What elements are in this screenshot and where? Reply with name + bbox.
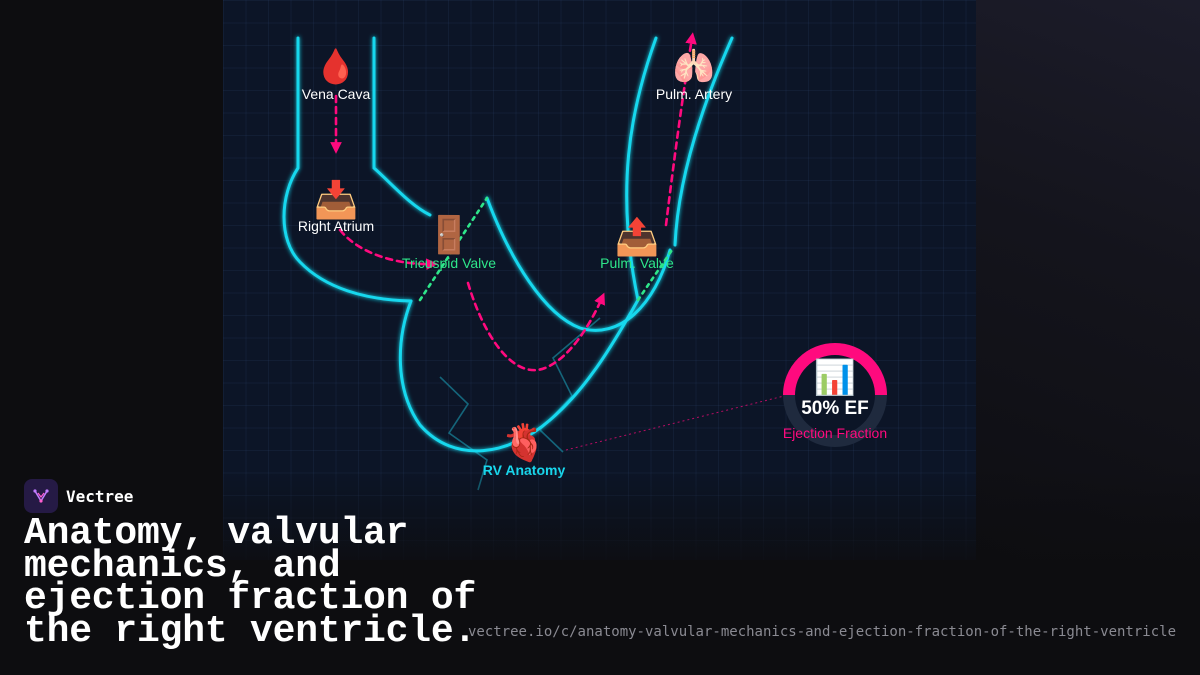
vena-cava-left-wall (282, 36, 413, 303)
flow-pulm-valve-to-artery (664, 32, 697, 227)
pulm-artery-label: Pulm. Artery (656, 86, 732, 102)
gauge-connector (565, 395, 785, 451)
bottom-fade (0, 470, 1200, 675)
node-tricuspid-valve[interactable]: 🚪 Tricuspid Valve (402, 214, 496, 271)
brand-name: Vectree (66, 486, 134, 506)
background-right (976, 0, 1200, 560)
ventricle-outer-wall (398, 298, 640, 453)
vena-cava-label: Vena Cava (302, 86, 371, 102)
node-pulm-valve[interactable]: 📤 Pulm. Valve (600, 216, 674, 271)
gauge-fill (783, 343, 887, 396)
bar-chart-icon: 📊 (814, 358, 856, 398)
diagram-panel (223, 0, 976, 560)
valves (418, 196, 674, 302)
node-pulm-artery[interactable]: 🫁 Pulm. Artery (656, 47, 732, 102)
node-vena-cava[interactable]: 🩸 Vena Cava (302, 47, 371, 102)
gauge-background (789, 349, 881, 441)
page-title: Anatomy, valvular mechanics, and ejectio… (24, 512, 477, 653)
outbox-tray-icon: 📤 (615, 216, 660, 258)
lungs-icon: 🫁 (673, 47, 715, 87)
brand[interactable]: Vectree (24, 479, 133, 513)
flow-ventricle-to-pulm-valve (466, 281, 605, 372)
flow-atrium-to-tricuspid (338, 228, 438, 271)
pulm-valve-leaflet (636, 248, 674, 302)
heart-outline (282, 36, 734, 453)
ef-label: Ejection Fraction (783, 425, 887, 441)
anatomical-heart-icon: 🫀 (502, 422, 547, 464)
vena-cava-right-wall (372, 36, 432, 217)
right-atrium-label: Right Atrium (298, 218, 374, 234)
drop-of-blood-icon: 🩸 (315, 47, 357, 87)
pulm-artery-left-wall (625, 36, 658, 302)
blood-flow (330, 32, 697, 372)
pulm-artery-right-wall (673, 36, 734, 247)
pulm-valve-label: Pulm. Valve (600, 255, 674, 271)
vectree-logo-icon (24, 479, 58, 513)
door-icon: 🚪 (427, 214, 472, 256)
ef-gauge[interactable]: 📊 50% EF Ejection Fraction (783, 343, 887, 447)
ef-value: 50% EF (801, 398, 869, 419)
septal-wall (485, 196, 672, 332)
inbox-tray-icon: 📥 (314, 179, 359, 221)
tricuspid-valve-label: Tricuspid Valve (402, 255, 496, 271)
page-url[interactable]: vectree.io/c/anatomy-valvular-mechanics-… (467, 624, 1176, 640)
node-right-atrium[interactable]: 📥 Right Atrium (298, 179, 374, 234)
